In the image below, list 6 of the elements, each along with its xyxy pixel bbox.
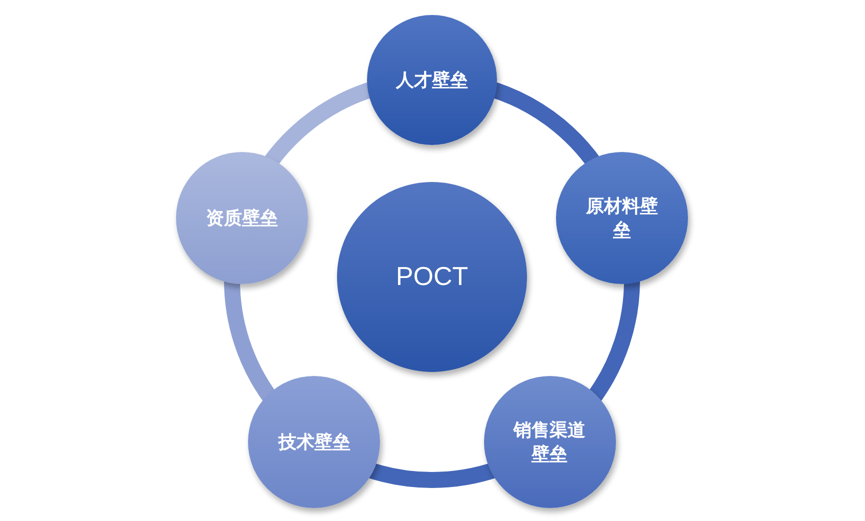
node-label: POCT bbox=[394, 260, 470, 294]
node-label: 人才壁垒 bbox=[394, 68, 469, 92]
node-label: 技术壁垒 bbox=[277, 430, 352, 454]
node-label: 资质壁垒 bbox=[204, 207, 279, 230]
node-label: 销售渠道壁垒 bbox=[512, 418, 587, 466]
node-label: 原材料壁垒 bbox=[584, 194, 660, 242]
